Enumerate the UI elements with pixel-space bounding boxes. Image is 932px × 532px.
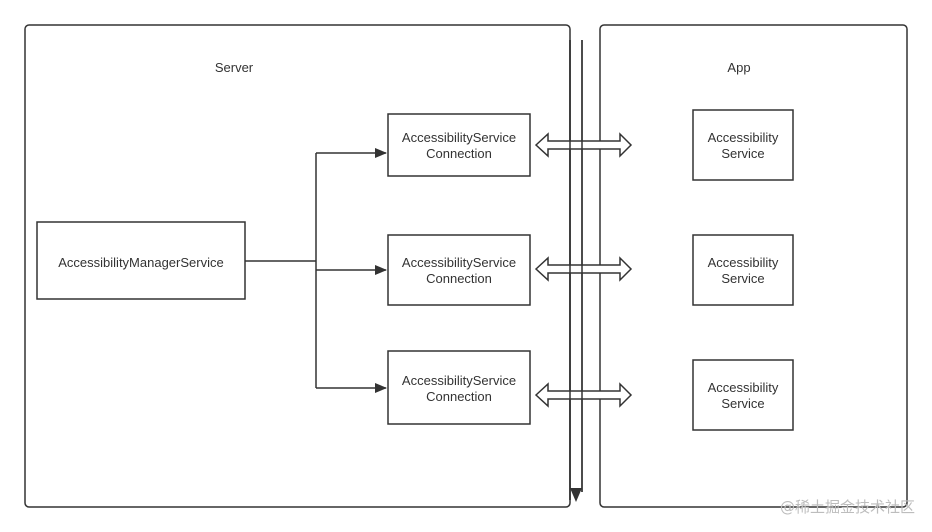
app-service-1-line1: Accessibility <box>708 130 779 145</box>
app-service-2-line2: Service <box>721 271 764 286</box>
connection-2-line1: AccessibilityService <box>402 255 516 270</box>
connection-3-line2: Connection <box>426 389 492 404</box>
connection-box-2: AccessibilityService Connection <box>387 234 531 306</box>
ipc-arrow-3 <box>534 382 633 408</box>
connection-1-line2: Connection <box>426 146 492 161</box>
manager-service-label: AccessibilityManagerService <box>58 255 223 270</box>
connection-3-line1: AccessibilityService <box>402 373 516 388</box>
app-service-box-2: Accessibility Service <box>692 234 794 306</box>
server-panel-title: Server <box>215 60 254 75</box>
boundary-overlay <box>569 40 583 500</box>
boundary-arrow-head <box>570 488 582 502</box>
watermark-text: @稀土掘金技术社区 <box>780 498 915 516</box>
connection-box-3: AccessibilityService Connection <box>387 350 531 425</box>
manager-connectors <box>245 148 387 393</box>
app-service-1-line2: Service <box>721 146 764 161</box>
app-service-2-line1: Accessibility <box>708 255 779 270</box>
connection-2-line2: Connection <box>426 271 492 286</box>
connection-1-line1: AccessibilityService <box>402 130 516 145</box>
app-service-box-3: Accessibility Service <box>692 359 794 431</box>
ipc-arrow-2 <box>534 256 633 282</box>
manager-service-box: AccessibilityManagerService <box>36 221 246 300</box>
app-panel-title: App <box>727 60 750 75</box>
connection-box-1: AccessibilityService Connection <box>387 113 531 177</box>
ipc-arrow-1 <box>534 132 633 158</box>
app-service-3-line2: Service <box>721 396 764 411</box>
app-service-3-line1: Accessibility <box>708 380 779 395</box>
app-service-box-1: Accessibility Service <box>692 109 794 181</box>
